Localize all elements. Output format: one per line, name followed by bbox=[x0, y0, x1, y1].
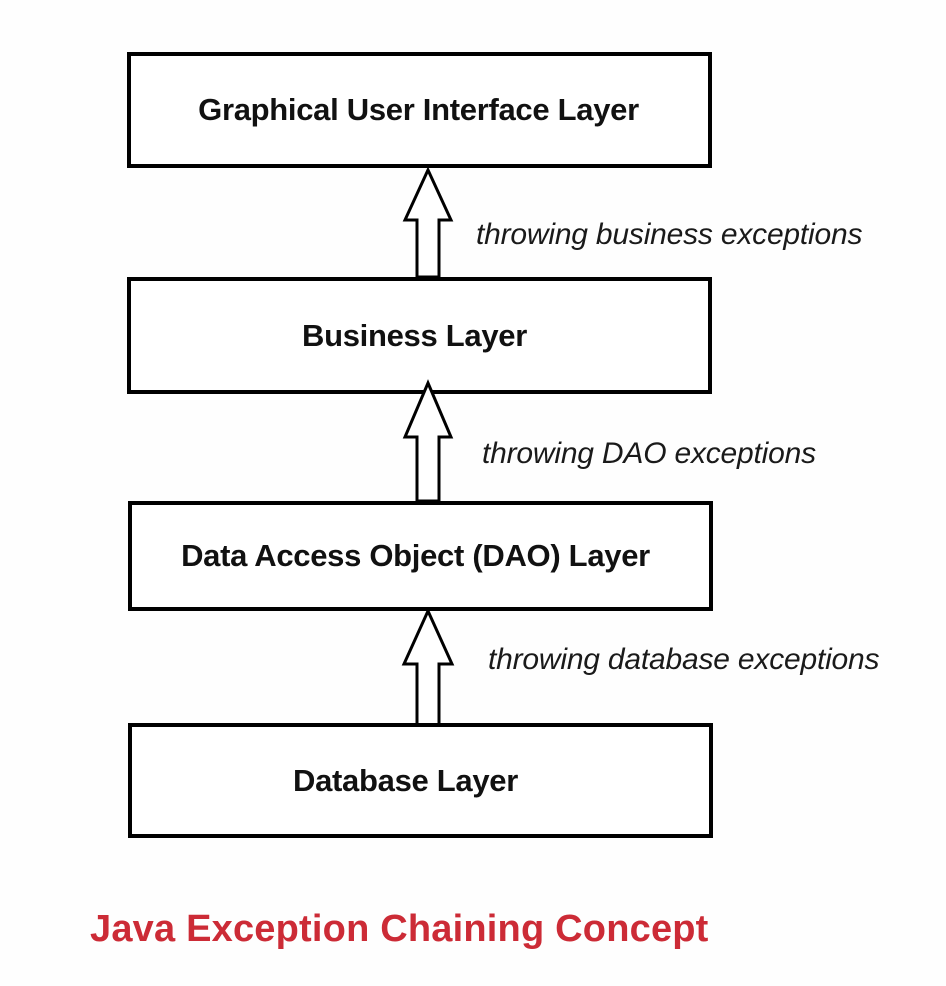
dao-layer-box: Data Access Object (DAO) Layer bbox=[128, 501, 713, 611]
up-arrow-icon bbox=[402, 379, 454, 503]
business-exceptions-label: throwing business exceptions bbox=[476, 218, 863, 251]
database-layer-box: Database Layer bbox=[128, 723, 713, 838]
database-layer-label: Database Layer bbox=[293, 762, 518, 798]
dao-layer-label: Data Access Object (DAO) Layer bbox=[181, 538, 650, 573]
dao-exceptions-label: throwing DAO exceptions bbox=[482, 437, 816, 470]
up-arrow-icon bbox=[401, 607, 455, 728]
gui-layer-box: Graphical User Interface Layer bbox=[127, 52, 712, 168]
database-exceptions-label: throwing database exceptions bbox=[488, 643, 880, 676]
up-arrow-icon bbox=[402, 166, 454, 279]
business-layer-box: Business Layer bbox=[127, 277, 712, 394]
diagram-caption: Java Exception Chaining Concept bbox=[90, 908, 709, 950]
gui-layer-label: Graphical User Interface Layer bbox=[198, 92, 639, 127]
business-layer-label: Business Layer bbox=[302, 317, 527, 353]
